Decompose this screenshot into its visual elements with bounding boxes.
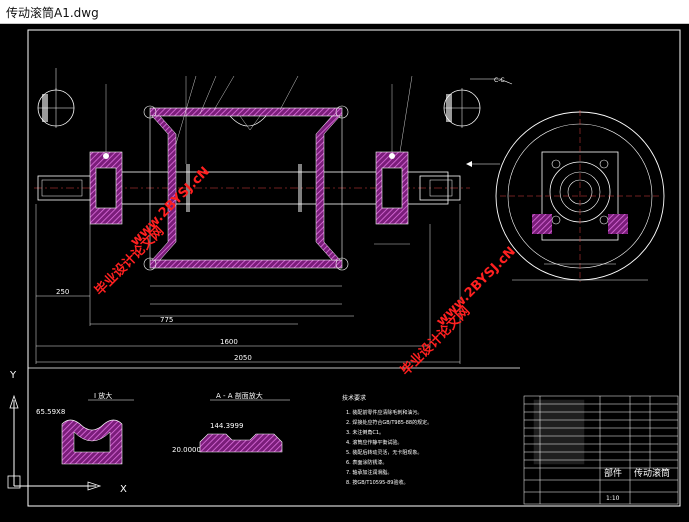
dim-1600: 1600 (220, 338, 238, 346)
section-detail-circle: C-C (443, 77, 513, 128)
svg-text:C-C: C-C (494, 77, 505, 84)
detail-view-1: I 放大 65.59X8 (36, 391, 134, 465)
drum-shell (143, 105, 349, 271)
right-bearing-housing (374, 84, 410, 245)
cad-canvas[interactable]: C-C (0, 24, 689, 522)
note-line-4: 4. 滚筒应作静平衡试验。 (346, 439, 402, 446)
note-line-6: 6. 表面涂防锈漆。 (346, 459, 387, 466)
window-title-bar: 传动滚筒A1.dwg (0, 0, 689, 24)
note-line-7: 7. 轴承加注润滑脂。 (346, 469, 392, 476)
shaft-end-detail (37, 68, 75, 128)
title-block-scale: 1:10 (606, 495, 620, 502)
dim-250: 250 (56, 288, 69, 296)
detail2-dim-top: 144.3999 (210, 422, 243, 430)
watermark-2: 毕业设计论文网 www.2BYSJ.cN (398, 244, 519, 379)
note-line-5: 5. 装配后转动灵活，无卡阻现象。 (346, 449, 422, 456)
ucs-axis-icon: Y X (7, 370, 127, 495)
watermark-url-2: www.2BYSJ.cN (434, 244, 519, 329)
dimension-lines (35, 204, 461, 364)
detail-view-2: A - A 剖面放大 144.3999 20.0000 (172, 391, 290, 454)
leader-lines (175, 75, 413, 164)
note-line-3: 3. 未注倒角C1。 (346, 429, 384, 436)
detail1-title: I 放大 (94, 391, 112, 400)
dim-2050: 2050 (234, 354, 252, 362)
detail2-dim-left: 20.0000 (172, 446, 201, 454)
note-line-1: 1. 装配前零件应清除毛刺和油污。 (346, 409, 422, 416)
notes-title: 技术要求 (342, 394, 366, 402)
end-view (466, 110, 665, 282)
watermark-cn-2: 毕业设计论文网 (398, 303, 474, 379)
svg-text:X: X (120, 484, 127, 495)
title-block-part-name: 传动滚筒 (634, 467, 670, 479)
detail1-dim: 65.59X8 (36, 408, 65, 416)
title-block-bujian: 部件 (604, 467, 622, 479)
title-block (523, 395, 679, 505)
svg-text:Y: Y (9, 370, 17, 381)
drawing-svg: C-C (7, 29, 681, 507)
window-title: 传动滚筒A1.dwg (6, 6, 99, 20)
drawing-border (27, 29, 681, 507)
note-line-2: 2. 焊接处应符合GB/T985-88的规定。 (346, 419, 432, 426)
dim-775: 775 (160, 316, 173, 324)
detail2-title: A - A 剖面放大 (216, 391, 263, 400)
technical-notes: 技术要求 1. 装配前零件应清除毛刺和油污。 2. 焊接处应符合GB/T985-… (342, 394, 432, 486)
left-bearing-housing (89, 84, 123, 225)
note-line-8: 8. 按GB/T10595-89验收。 (346, 479, 408, 486)
